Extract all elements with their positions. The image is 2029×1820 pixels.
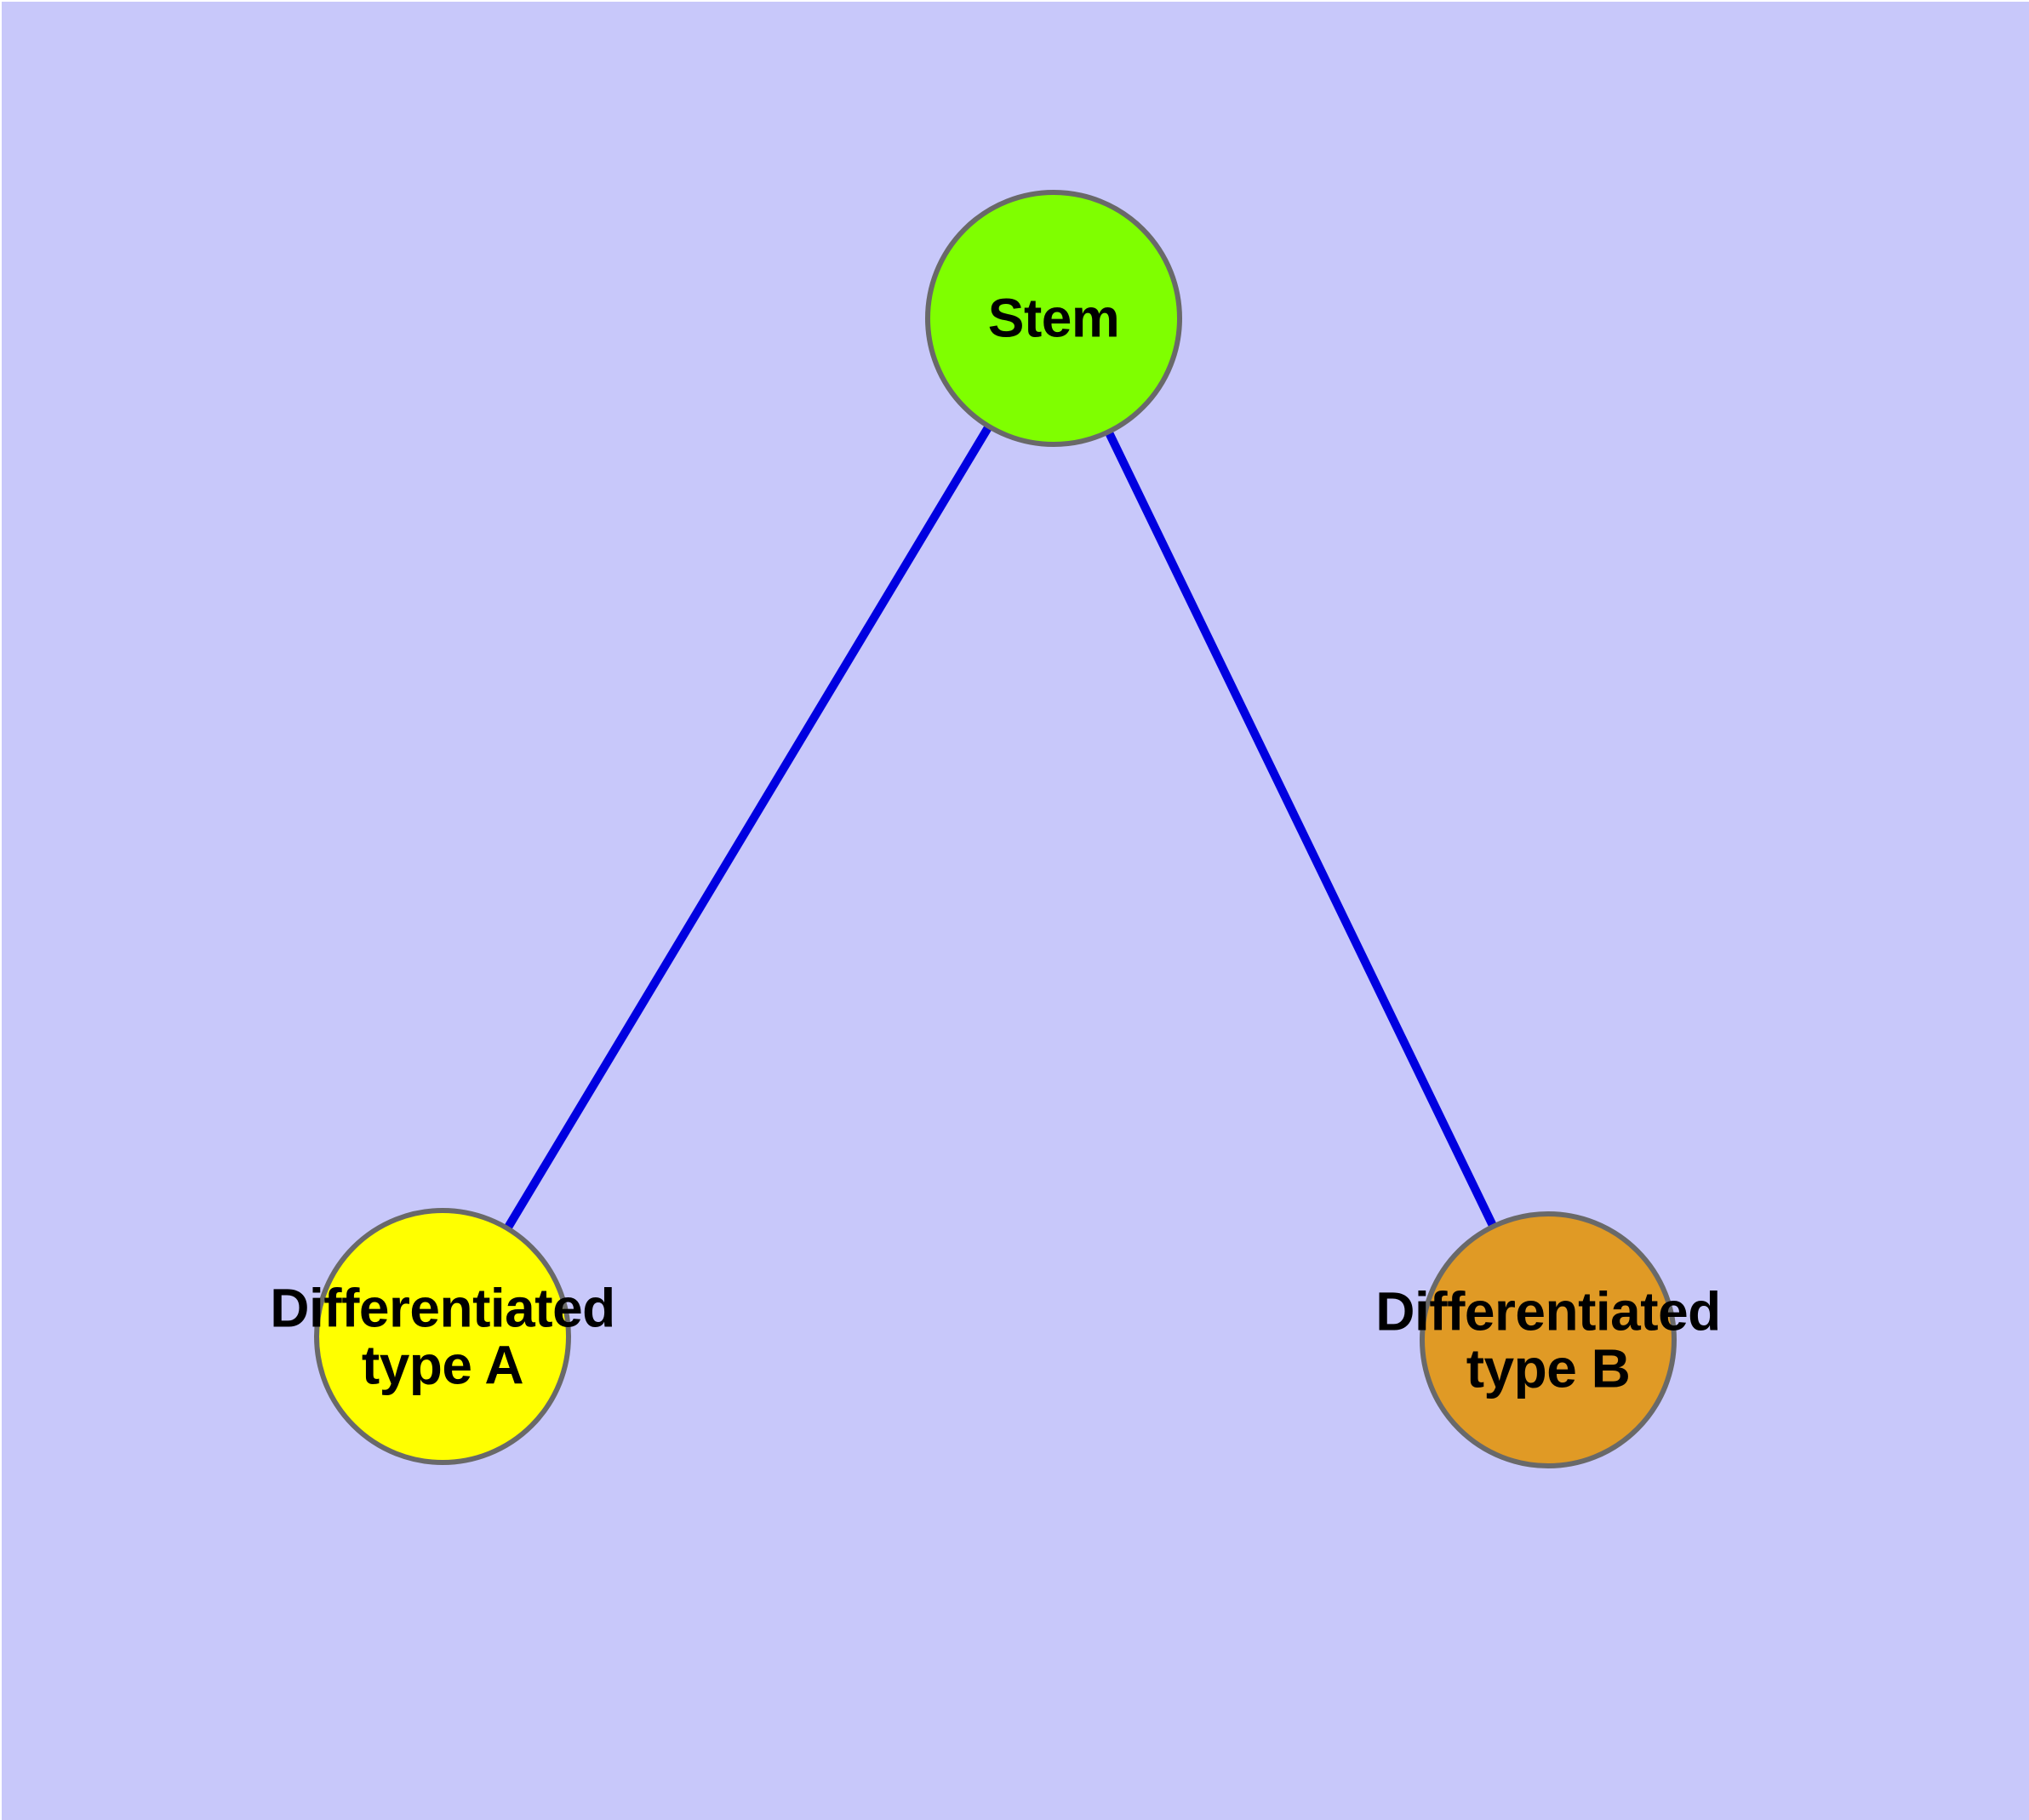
- nodes-layer: [314, 190, 1677, 1468]
- graph-edge[interactable]: [504, 425, 992, 1230]
- graph-edge[interactable]: [1105, 430, 1497, 1228]
- graph-node-stem[interactable]: [925, 190, 1182, 447]
- graph-node-diff-a[interactable]: [314, 1208, 571, 1465]
- graph-node-diff-b[interactable]: [1420, 1211, 1677, 1468]
- edges-layer: [504, 425, 1497, 1230]
